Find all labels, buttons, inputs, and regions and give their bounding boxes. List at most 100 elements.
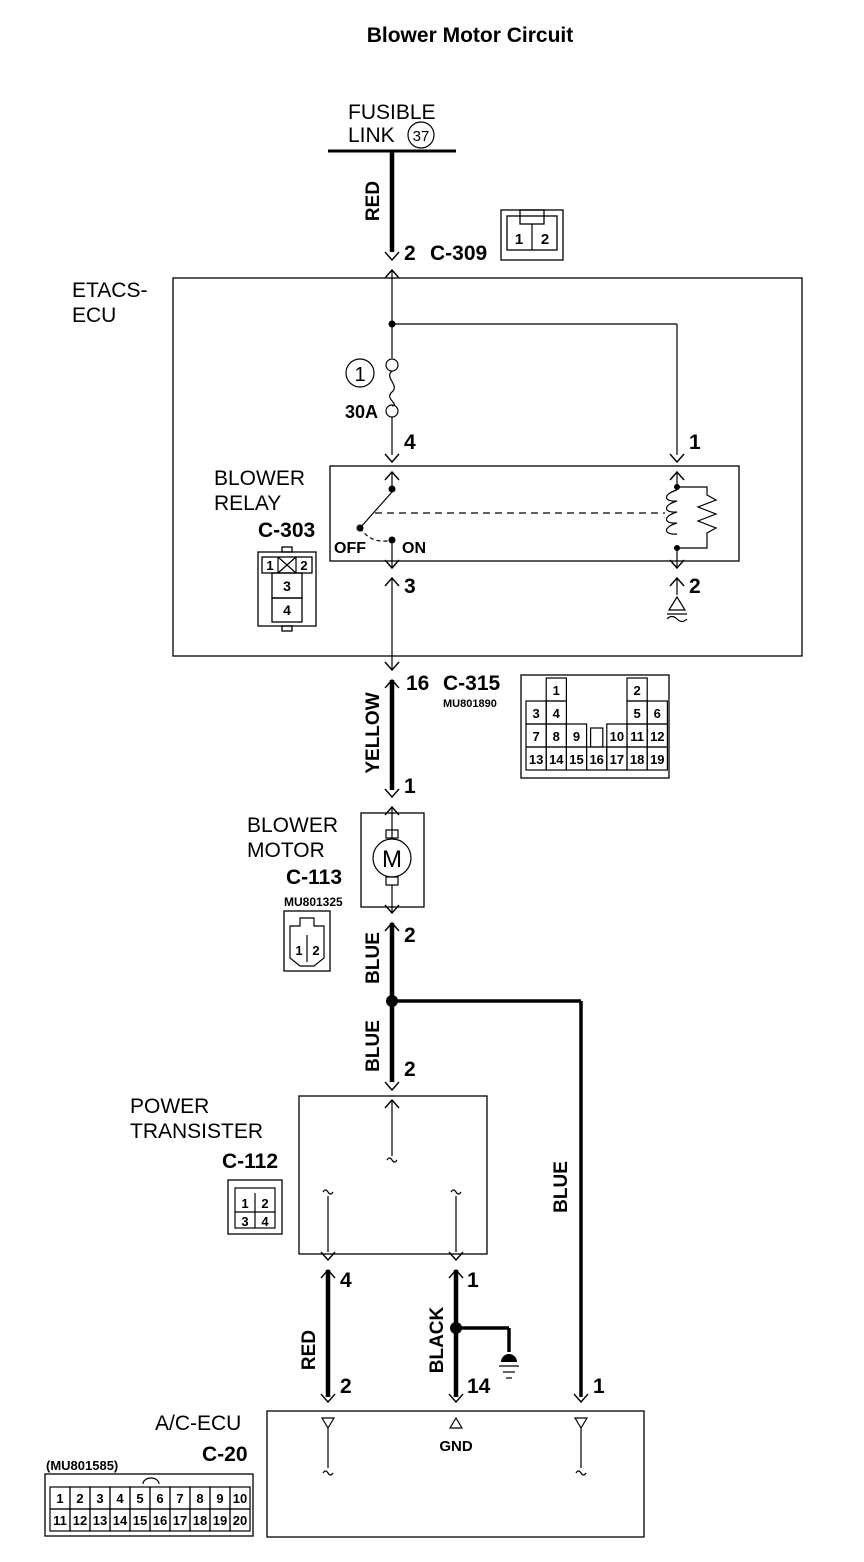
connector-arrow	[320, 1251, 336, 1261]
fuse-number: 1	[354, 364, 365, 386]
relay-pin-3: 3	[404, 575, 416, 598]
ac-ecu-pin-2: 2	[340, 1375, 352, 1398]
c112-pin-3: 3	[241, 1214, 248, 1229]
relay-label-2: RELAY	[214, 492, 281, 515]
c315-pin-15: 15	[569, 752, 583, 767]
etacs-label-2: ECU	[72, 304, 116, 327]
ac-ecu-pin-14: 14	[467, 1375, 491, 1398]
connector-arrow	[669, 453, 685, 463]
fusible-link-number-circle	[407, 121, 435, 149]
transistor-label-1: POWER	[130, 1095, 209, 1118]
c20-pin-11: 11	[53, 1513, 67, 1528]
c315-pin-18: 18	[630, 752, 644, 767]
connector-arrow	[384, 453, 400, 463]
transistor-pin-1: 1	[467, 1269, 479, 1292]
wire-break-symbol	[322, 1189, 334, 1195]
c20-pin-17: 17	[173, 1513, 187, 1528]
c315-pin-2: 2	[633, 683, 640, 698]
c315-part: MU801890	[443, 698, 497, 710]
motor-connector-label: C-113	[286, 866, 342, 889]
c20-pin-8: 8	[196, 1491, 203, 1506]
c20-pin-12: 12	[73, 1513, 87, 1528]
motor-symbol: M	[372, 807, 412, 913]
c20-pin-13: 13	[93, 1513, 107, 1528]
c315-pin-12: 12	[650, 729, 664, 744]
c315-pin-13: 13	[529, 752, 543, 767]
c309-label: C-309	[430, 242, 487, 265]
c112-pin-2: 2	[261, 1196, 268, 1211]
c112-pin-1: 1	[241, 1196, 248, 1211]
connector-arrow	[448, 1251, 464, 1261]
relay-switch: OFF ON	[334, 472, 665, 568]
wire-color-red-bottom: RED	[299, 1330, 320, 1370]
ac-ecu-internal: GND	[320, 1416, 589, 1476]
motor-pin-2: 2	[404, 924, 416, 947]
wire-color-black: BLACK	[427, 1306, 448, 1373]
relay-connector-label: C-303	[258, 519, 315, 542]
wire-color-blue-1: BLUE	[363, 932, 384, 984]
c309-pin-2: 2	[541, 231, 549, 248]
transistor-connector-label: C-112	[222, 1150, 278, 1173]
c315-pin-11: 11	[630, 729, 644, 744]
c20-pin-16: 16	[153, 1513, 167, 1528]
etacs-ecu-box	[172, 277, 803, 657]
wire-color-blue-2: BLUE	[363, 1020, 384, 1072]
fusible-link-number: 37	[413, 128, 430, 145]
page-title: Blower Motor Circuit	[367, 24, 574, 47]
relay-pin-1: 1	[689, 431, 701, 454]
etacs-label-1: ETACS-	[72, 279, 147, 302]
c315-pin-8: 8	[553, 729, 560, 744]
ac-ecu-connector-label: C-20	[202, 1443, 248, 1466]
c315-pin-16: 16	[589, 752, 603, 767]
c303-pin-2: 2	[300, 558, 307, 573]
fusible-link: FUSIBLE LINK 37	[328, 101, 456, 153]
power-transistor-box	[298, 1095, 488, 1255]
fusible-link-label-2: LINK	[348, 124, 395, 147]
c20-pin-3: 3	[96, 1491, 103, 1506]
ground-symbol	[499, 1354, 519, 1379]
c303-pin-3: 3	[283, 578, 291, 594]
c112-connector-face: 1 2 3 4	[227, 1179, 283, 1235]
c112-pin-4: 4	[261, 1214, 269, 1229]
motor-pin-1: 1	[404, 775, 416, 798]
wire-color-blue-right: BLUE	[551, 1161, 572, 1213]
motor-label-2: MOTOR	[247, 839, 325, 862]
c20-pin-5: 5	[136, 1491, 143, 1506]
c20-pin-2: 2	[76, 1491, 83, 1506]
c20-pin-9: 9	[216, 1491, 223, 1506]
wire-break-symbol	[450, 1189, 462, 1195]
c315-pin-14: 14	[549, 752, 564, 767]
c20-pin-14: 14	[113, 1513, 128, 1528]
c303-connector-face: 1 2 3 4	[257, 546, 317, 632]
c309-pin: 2	[404, 242, 416, 265]
c315-pin-3: 3	[532, 706, 539, 721]
relay-off-label: OFF	[334, 540, 366, 557]
c113-connector-face: 1 2	[283, 910, 331, 972]
wire-break-symbol	[386, 1157, 398, 1163]
c315-pin-10: 10	[610, 729, 624, 744]
transistor-label-2: TRANSISTER	[130, 1120, 263, 1143]
ac-ecu-part: (MU801585)	[46, 1458, 118, 1473]
blower-relay-box	[329, 465, 740, 562]
motor-symbol-letter: M	[382, 846, 402, 873]
relay-label-1: BLOWER	[214, 467, 305, 490]
fusible-link-label-1: FUSIBLE	[348, 101, 436, 124]
ac-ecu-gnd-label: GND	[439, 1438, 473, 1455]
transistor-pin-2: 2	[404, 1058, 416, 1081]
c315-pin-1: 1	[553, 683, 560, 698]
c303-pin-1: 1	[266, 558, 273, 573]
ac-ecu-pin-1: 1	[593, 1375, 605, 1398]
c20-pin-4: 4	[116, 1491, 124, 1506]
c309-connector-face: 1 2	[500, 209, 564, 261]
c20-pin-1: 1	[56, 1491, 63, 1506]
wire-color-yellow: YELLOW	[363, 692, 384, 773]
c315-pin-5: 5	[633, 706, 640, 721]
motor-label-1: BLOWER	[247, 814, 338, 837]
relay-on-label: ON	[402, 540, 426, 557]
c20-pin-15: 15	[133, 1513, 147, 1528]
ac-ecu-box	[266, 1410, 645, 1538]
c303-pin-4: 4	[283, 602, 291, 618]
